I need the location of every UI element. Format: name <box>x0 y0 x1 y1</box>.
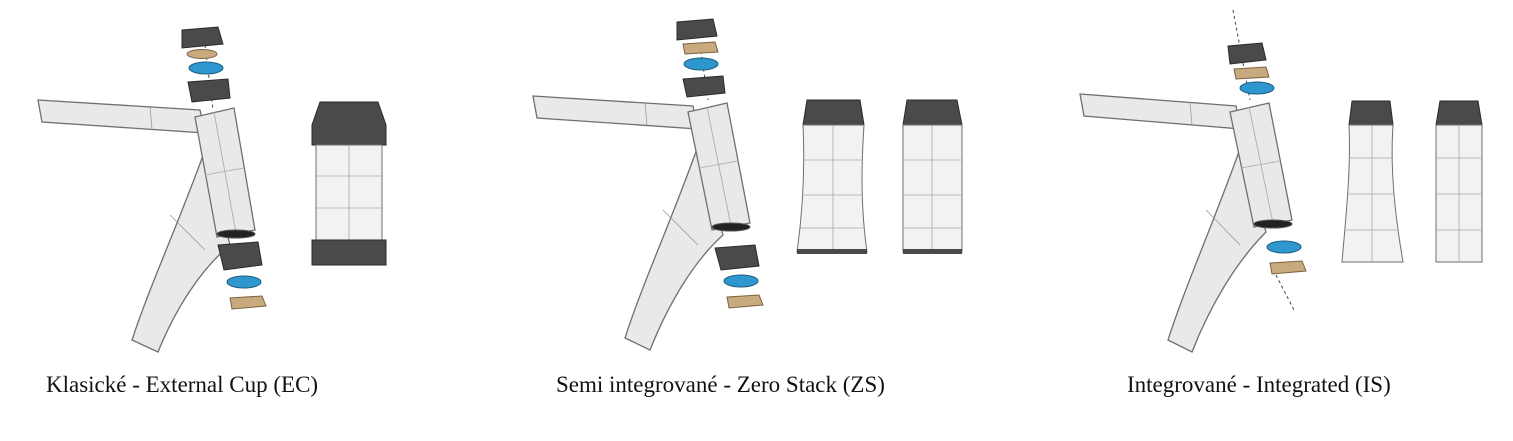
head-tube-straight-icon <box>902 99 963 254</box>
top-cap-icon <box>676 18 718 41</box>
caption-zero-stack: Semi integrované - Zero Stack (ZS) <box>556 372 885 397</box>
top-cap-icon <box>1227 42 1267 65</box>
lower-washer-icon <box>1269 260 1307 275</box>
is-frame-diagram <box>1079 9 1483 353</box>
washer-icon <box>682 41 719 55</box>
lower-washer-icon <box>229 295 267 310</box>
lower-bearing-icon <box>1266 240 1302 254</box>
ec-frame-diagram <box>37 26 387 353</box>
panel-integrated: Integrované - Integrated (IS) <box>1040 0 1513 441</box>
head-tube-straight-icon <box>1435 100 1483 263</box>
down-tube <box>131 147 231 353</box>
cup-icon <box>187 78 231 103</box>
bearing-icon <box>683 57 719 71</box>
washer-icon <box>186 49 218 59</box>
down-tube <box>1167 143 1267 353</box>
caption-external-cup: Klasické - External Cup (EC) <box>46 372 319 397</box>
panel-zero-stack: Semi integrované - Zero Stack (ZS) <box>495 0 995 441</box>
top-tube <box>37 99 206 134</box>
head-tube-icon <box>796 99 868 254</box>
panel-external-cup: Klasické - External Cup (EC) <box>0 0 480 441</box>
head-tube-icon <box>1341 100 1404 263</box>
lower-cup-icon <box>714 244 760 271</box>
caption-integrated: Integrované - Integrated (IS) <box>1127 372 1391 397</box>
cup-icon <box>682 75 726 98</box>
lower-bearing-icon <box>723 274 759 288</box>
lower-washer-icon <box>726 294 764 309</box>
top-tube <box>532 95 699 130</box>
lower-bearing-icon <box>226 275 262 289</box>
bearing-icon <box>188 61 224 75</box>
down-tube <box>624 143 724 351</box>
bearing-icon <box>1239 81 1275 95</box>
top-tube <box>1079 93 1242 130</box>
top-cap-icon <box>181 26 224 49</box>
washer-icon <box>1233 66 1270 80</box>
zs-frame-diagram <box>532 18 963 351</box>
lower-cup-icon <box>217 241 263 271</box>
headset-stack-icon <box>311 101 387 266</box>
